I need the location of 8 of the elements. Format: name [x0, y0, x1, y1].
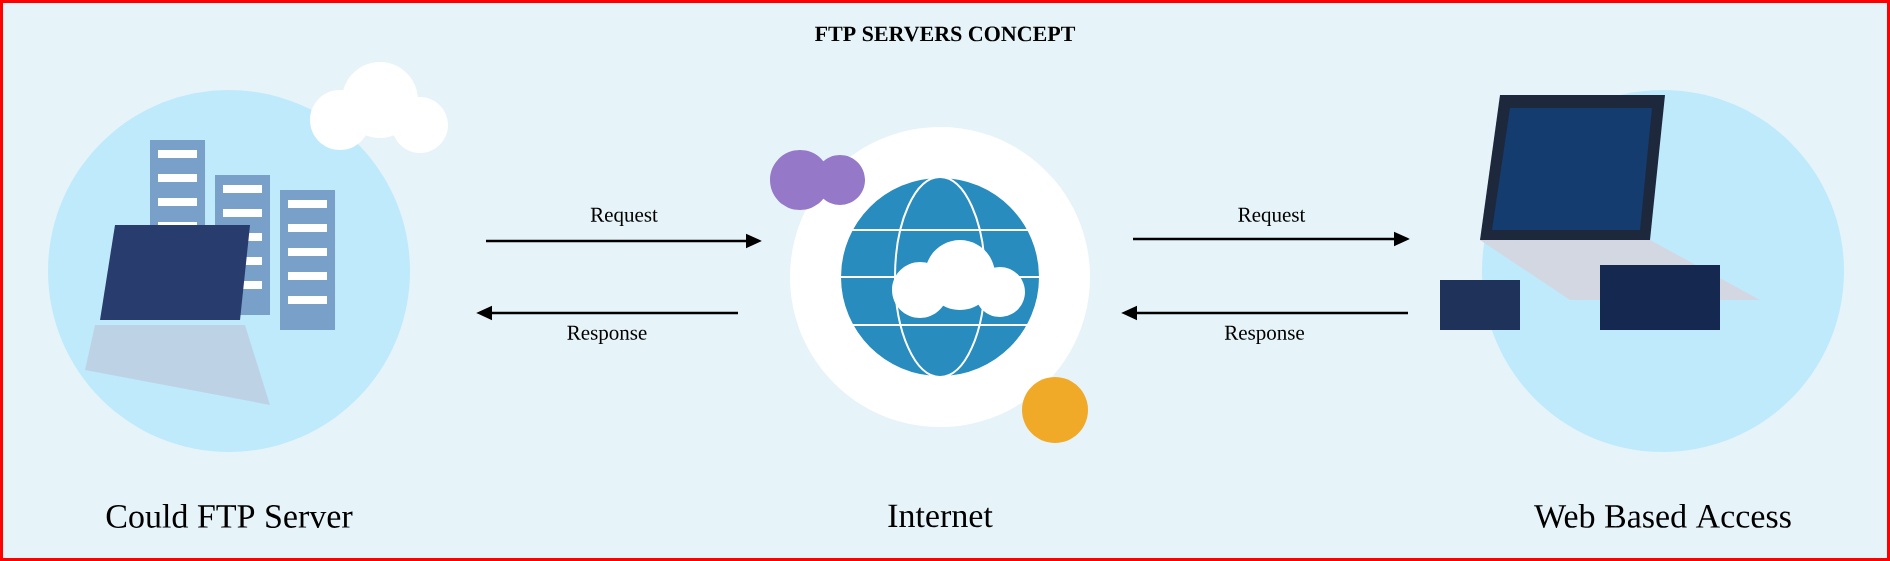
node-label: Internet	[888, 504, 993, 528]
edge-label: Request	[1238, 207, 1306, 227]
node-label: Web Based Access	[1534, 503, 1791, 529]
edge-label: Response	[567, 325, 647, 345]
edge-label: Request	[590, 207, 658, 227]
title: FTP SERVERS CONCEPT	[815, 26, 1076, 42]
node-label: Could FTP Server	[106, 504, 353, 528]
edge-label: Response	[1224, 325, 1304, 345]
